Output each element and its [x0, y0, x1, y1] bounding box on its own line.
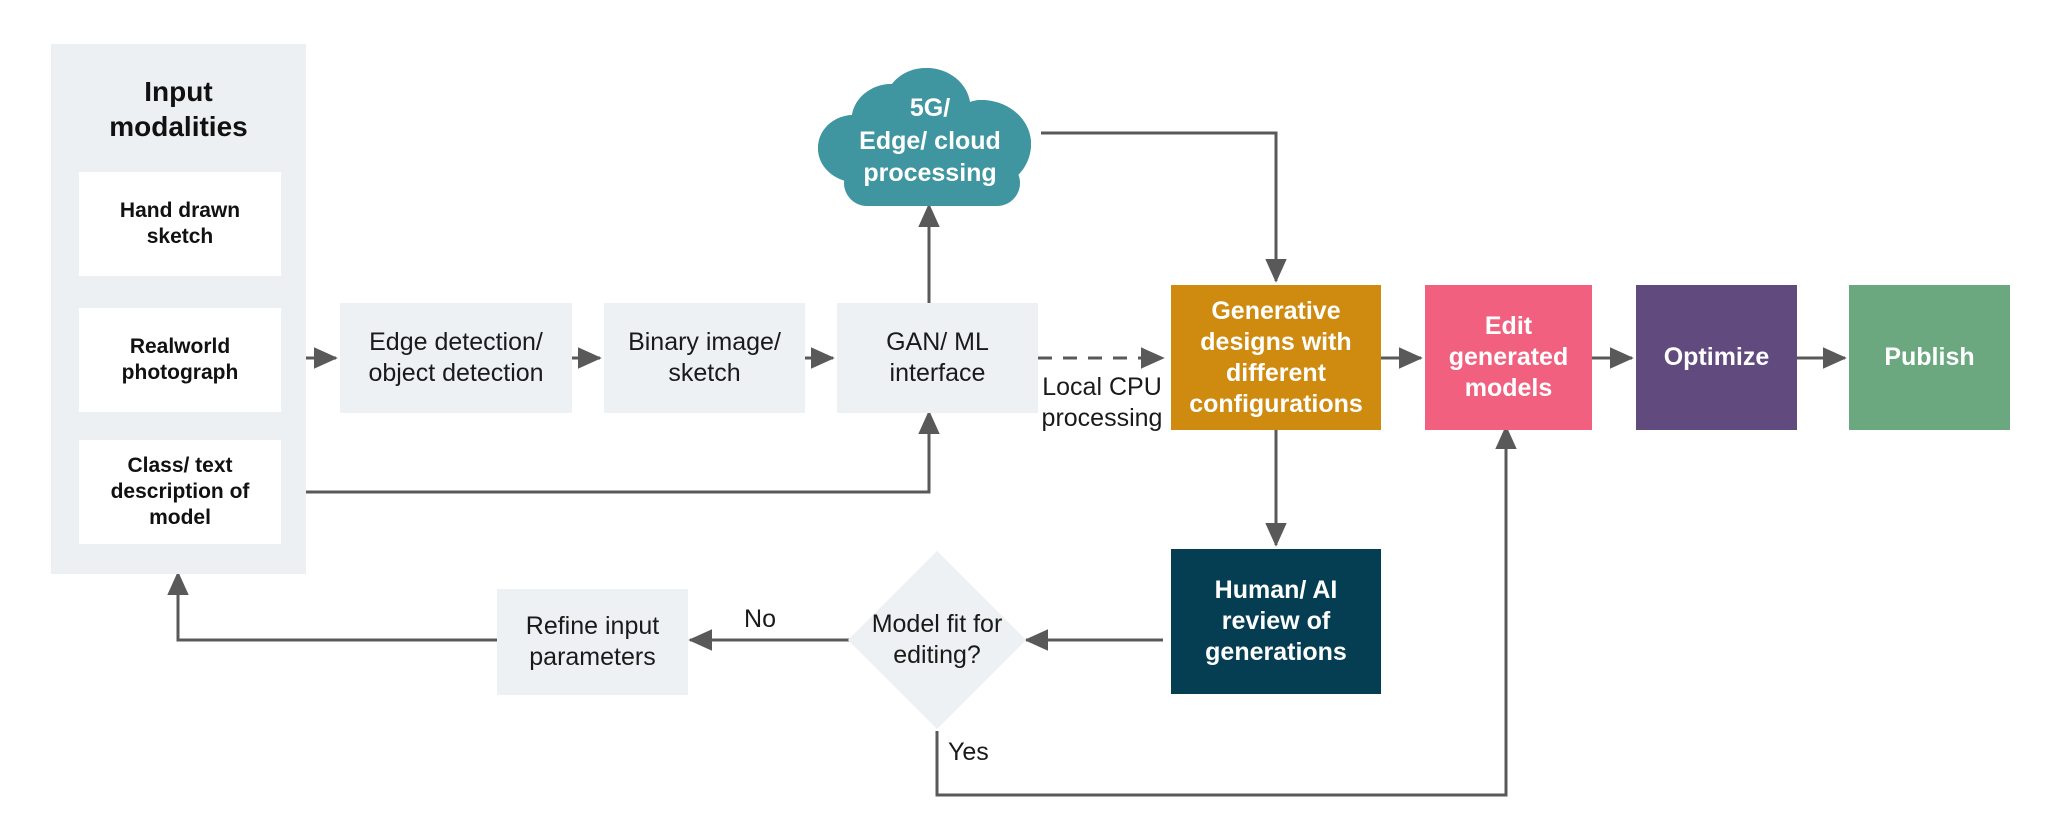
edge-label-local-cpu-processing: Local CPU processing	[1041, 373, 1163, 433]
node-human-ai-review[interactable]: Human/ AI review of generations	[1171, 549, 1381, 694]
edge-label-no: No	[744, 605, 776, 633]
node-generative-designs[interactable]: Generative designs with different config…	[1171, 285, 1381, 430]
node-binary-image[interactable]: Binary image/ sketch	[604, 303, 805, 413]
input-item-hand-drawn-sketch[interactable]: Hand drawn sketch	[79, 172, 281, 276]
node-decision-model-fit[interactable]: Model fit for editing?	[847, 550, 1027, 730]
cloud-icon	[818, 68, 1031, 206]
edge-refine-to-input	[167, 571, 497, 642]
node-edge-detection[interactable]: Edge detection/ object detection	[340, 303, 572, 413]
cloud-label: 5G/ Edge/ cloud processing	[859, 94, 1001, 188]
node-refine-input-parameters[interactable]: Refine input parameters	[497, 589, 688, 695]
edge-decision-yes-to-edit	[935, 425, 1517, 797]
node-cloud-processing[interactable]: 5G/ Edge/ cloud processing	[816, 64, 1044, 208]
node-publish[interactable]: Publish	[1849, 285, 2010, 430]
input-item-realworld-photograph[interactable]: Realworld photograph	[79, 308, 281, 412]
edge-classtext-to-gan	[281, 410, 940, 494]
edge-cloud-to-generative	[1041, 131, 1287, 283]
node-edit-generated-models[interactable]: Edit generated models	[1425, 285, 1592, 430]
input-modalities-title: Input modalities	[109, 76, 248, 142]
node-gan-ml-interface[interactable]: GAN/ ML interface	[837, 303, 1038, 413]
edge-label-yes: Yes	[948, 738, 989, 766]
diamond-label: Model fit for editing?	[871, 610, 1003, 669]
node-optimize[interactable]: Optimize	[1636, 285, 1797, 430]
input-item-class-text-description[interactable]: Class/ text description of model	[79, 440, 281, 544]
